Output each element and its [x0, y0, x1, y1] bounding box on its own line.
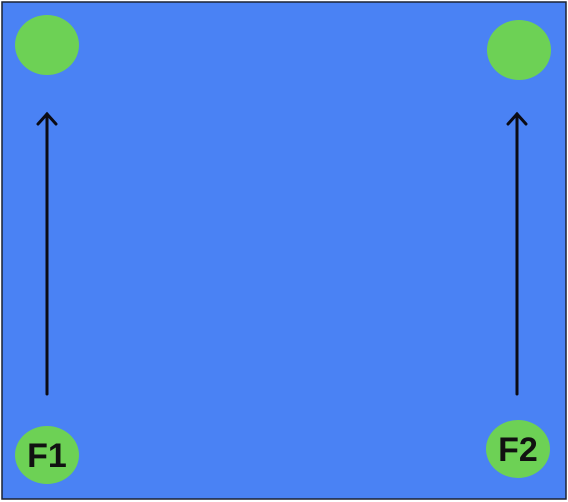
arrow-f1	[36, 111, 58, 396]
target-circle-left	[15, 15, 79, 75]
start-label-f1: F1	[27, 437, 67, 475]
start-circle-f1	[15, 426, 79, 484]
start-label-f2: F2	[498, 431, 538, 469]
target-circle-right	[487, 20, 551, 80]
arrow-f2	[506, 111, 528, 396]
start-circle-f2	[486, 420, 550, 478]
